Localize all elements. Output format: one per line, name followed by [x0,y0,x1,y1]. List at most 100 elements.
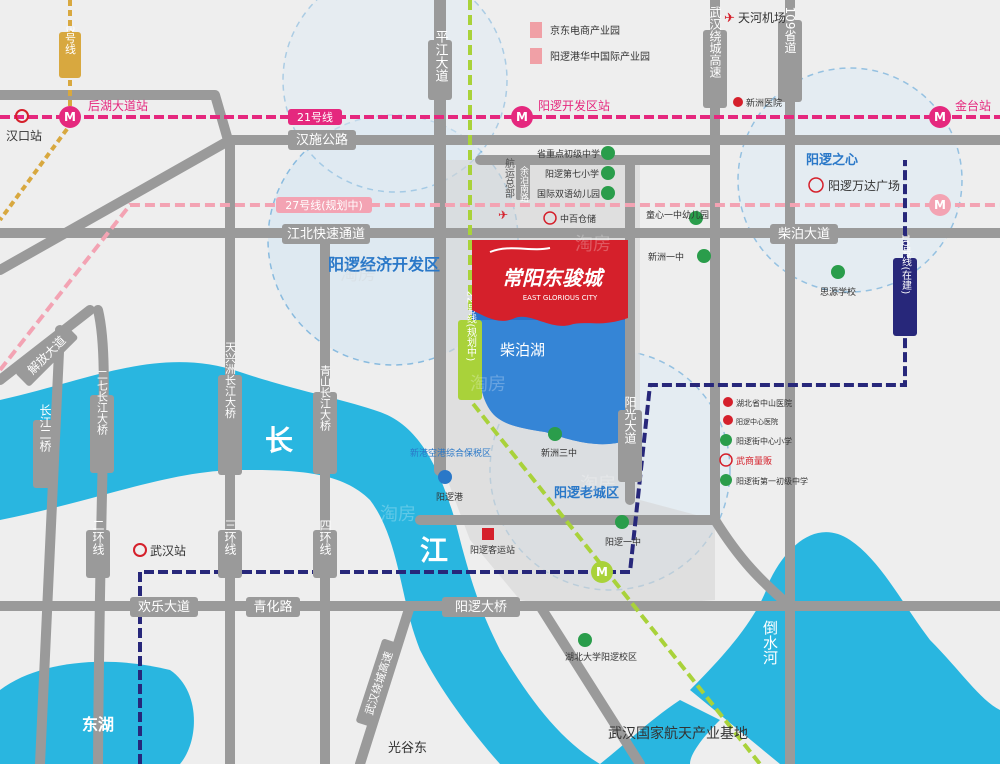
watermark-1: 淘房 [575,234,611,255]
road-labels: 平江大道 汉施公路 江北快速通道 柴泊大道 武汉绕城高速 109省道 二七长江大… [16,6,838,728]
yangluo-dev-station-label: 阳逻开发区站 [538,98,610,113]
yangluo-bridge-label: 阳逻大桥 [455,600,507,615]
erqi-label: 二七长江大桥 [96,369,109,436]
houhu-station-label: 后湖大道站 [88,98,148,113]
hankou-rail-icon [15,109,29,123]
project-banner [472,240,628,326]
tianhe-label: 天河机场 [738,11,786,25]
free-trade-label: 新港空港综合保税区 [410,447,491,459]
xinzhou1-label: 新洲一中 [648,251,684,263]
qinghua-label: 青化路 [253,599,292,615]
yangluo-heart-label: 阳逻之心 [806,152,858,168]
landmarks-south: 新洲三中 新港空港综合保税区 阳逻港 阳逻客运站 阳逻老城区 阳逻一中 湖北省中… [82,397,808,756]
shop-icon [543,211,557,225]
tianxingzhou-label: 天兴洲长江大桥 [224,342,237,420]
east-connector [710,515,795,611]
watermark-3: 淘房 [340,264,376,285]
industrial-icon-2 [530,48,542,64]
line27-label: 27号线(规划中) [285,198,363,212]
metro-line-27 [0,203,1000,372]
shop-icon [719,453,733,467]
watermark-2: 淘房 [470,374,506,395]
sisi-label: 思源学校 [820,286,856,298]
jiangbei-label: 江北快速通道 [287,227,365,242]
yangluo-st1-label: 阳逻街第一初级中学 [736,476,808,486]
zhongbai-label: 中百仓储 [560,213,596,225]
pingjiang-label: 平江大道 [433,30,449,82]
schools-north: 省重点初级中学 阳逻第七小学 国际双语幼儿园 ✈ 中百仓储 童心一中幼儿园 新洲… [498,146,856,298]
hanshi-label: 汉施公路 [296,132,348,148]
yangguang-label: 阳光大道 [623,396,637,444]
ring2-label: 二环线 [91,519,105,555]
school-icon [601,146,615,160]
svg-text:M: M [516,110,528,124]
wuhan-station-label: 武汉站 [150,544,186,558]
jd-label: 京东电商产业园 [550,24,620,37]
school-icon [831,265,845,279]
metro-stations: M 后湖大道站 M 阳逻开发区站 M 金台站 M M [59,98,991,583]
ring3-label: 三环线 [223,519,237,555]
old-town-label: 阳逻老城区 [554,485,619,501]
line21-label: 21号线 [297,110,333,124]
yangluo1-label: 阳逻一中 [605,536,641,548]
port-icon [438,470,452,484]
rail-stations: 汉口站 武汉站 [6,109,186,558]
school-icon [697,249,711,263]
yubo-label: 余泊南路 [518,165,529,203]
watermark-4: 淘房 [380,504,416,525]
houhu-station-icon [59,106,81,128]
jintai-station-label: 金台站 [955,98,991,113]
project-subtitle: EAST GLORIOUS CITY [523,294,598,302]
tongxin-label: 童心一中幼儿园 [646,209,709,221]
bus-icon [482,528,494,540]
ring4-label: 四环线 [318,519,332,555]
yangluo-center-label: 阳逻中心医院 [736,417,778,426]
school-icon [615,515,629,529]
donghu-label: 东湖 [82,715,114,734]
school-icon [720,434,732,446]
south-spur [535,601,645,764]
svg-text:M: M [934,110,946,124]
school-7-label: 阳逻第七小学 [545,168,599,180]
jiefang-road-upper [0,135,235,275]
wushang-label: 武商量贩 [736,455,772,467]
line10-label: 10号线(在建) [900,234,912,295]
yangluo-port-label: 阳逻港 [436,491,463,503]
wuhan-ring-label: 武汉绕城高速 [708,6,722,78]
school-icon [548,427,562,441]
yangtze-river [0,362,600,764]
daoshui-label: 倒水河 [761,620,779,665]
s109-label: 109省道 [783,7,797,54]
line3-label: 3号线 [64,26,77,55]
wanda-label: 阳逻万达广场 [828,179,900,193]
yangluo-dev-station-icon [511,106,533,128]
guanggu-label: 光谷东 [388,741,427,756]
qingshan-label: 青山长江大桥 [319,365,332,432]
watermarks: 淘房 淘房 淘房 淘房 淘房 [340,234,616,525]
landmarks-north: ✈ 天河机场 京东电商产业园 阳逻港华中国际产业园 新洲医院 [530,11,786,109]
changjiang2-road [35,325,65,764]
xinzhou3-label: 新洲三中 [541,447,577,459]
hankou-label: 汉口站 [6,129,42,143]
school-zd-label: 省重点初级中学 [537,148,600,160]
hanshi-road [0,90,1000,145]
project-marker: 常阳东骏城 EAST GLORIOUS CITY [472,240,628,326]
hangyun-label: 航运总部 [503,157,515,199]
metro-labels: 3号线 21号线 27号线(规划中) 22号线(规划中) 10号线(在建) [59,26,917,400]
hospital-icon [733,97,743,107]
school-icon [601,166,615,180]
line22-station-icon [591,561,613,583]
airplane-icon: ✈ [724,11,735,26]
hs-label: 阳逻港华中国际产业园 [550,50,650,63]
airplane-icon-2: ✈ [498,208,508,222]
changjiang2-label: 长江二桥 [38,404,52,453]
dev-zone-label: 阳逻经济开发区 [328,255,440,274]
hubei-zs-label: 湖北省中山医院 [736,398,792,408]
yangtze-label-1: 长 [265,424,293,457]
industrial-icon [530,22,542,38]
mall-icon [808,177,824,193]
school-icon [578,633,592,647]
bus-station-label: 阳逻客运站 [470,544,515,556]
hubei-univ-label: 湖北大学阳逻校区 [565,651,637,663]
